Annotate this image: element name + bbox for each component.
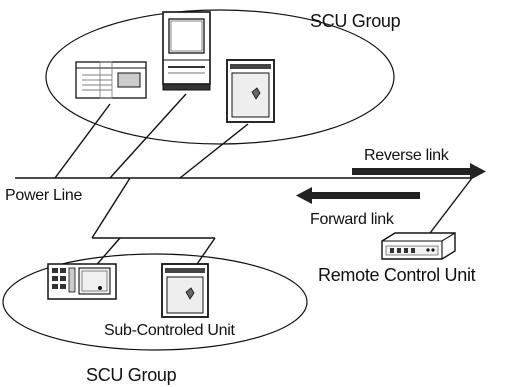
panel-device-icon [75,61,147,99]
reverse-link-arrow [352,163,486,180]
sub-controlled-unit-label: Sub-Controled Unit [104,322,236,339]
forward-link-label: Forward link [310,211,395,228]
monitor-device-icon [162,11,211,91]
power-line-network [15,93,473,281]
remote-control-unit-label: Remote Control Unit [318,265,476,285]
washer-device-icon-top [226,59,275,123]
reverse-link-label: Reverse link [364,147,450,164]
scu-group-top-label: SCU Group [310,11,401,31]
scu-group-bottom-label: SCU Group [86,365,177,385]
remote-control-unit-icon [381,232,456,260]
scu-group-bottom-ellipse [2,253,308,351]
washer-device-icon-bottom [161,263,209,318]
forward-link-arrow [296,187,420,204]
scu-group-top-ellipse [45,9,395,145]
power-line-label: Power Line [5,187,82,204]
control-panel-device-icon [47,263,117,300]
